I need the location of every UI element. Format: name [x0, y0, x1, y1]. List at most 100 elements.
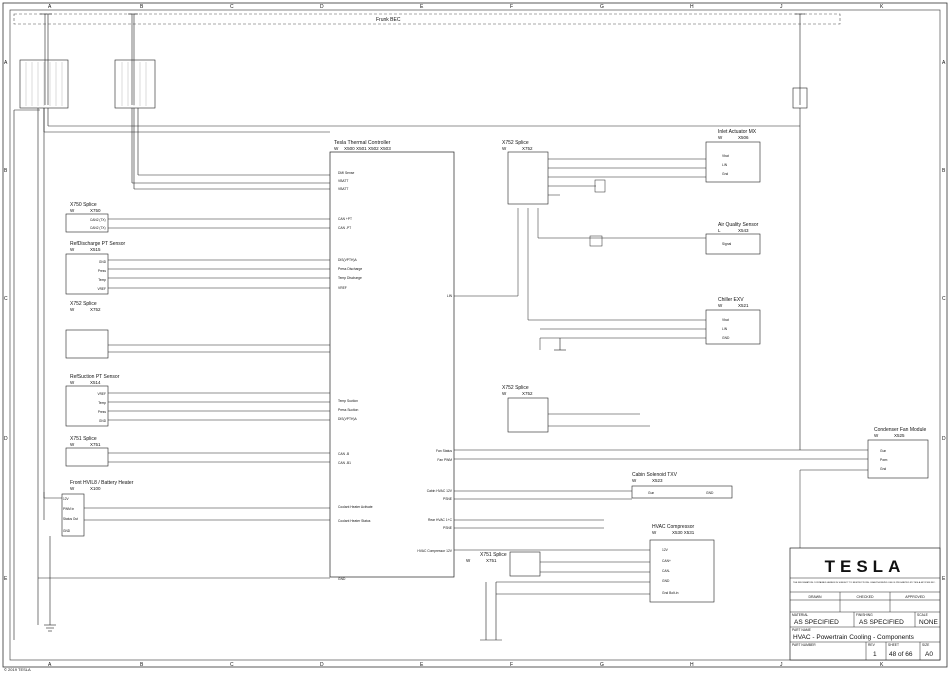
- title-block-rev: 1: [873, 651, 877, 658]
- title-block-finish: AS SPECIFIED: [859, 619, 904, 626]
- x752b-wires: [548, 158, 706, 196]
- tbc-pin-suction-a: DIS(VPTH)A: [338, 417, 357, 421]
- x100-pin-pwm: PWM in: [63, 507, 74, 511]
- row-label-e-right: E: [942, 576, 946, 582]
- x506-variant: W: [718, 135, 723, 140]
- footer-note: © 2019 TESLA: [4, 667, 31, 672]
- x750-title: X750 Splice: [70, 202, 97, 208]
- x750-pin-2: CAN2 (TX): [90, 226, 106, 230]
- tbc-pin-fan-status: Fan Status: [436, 449, 452, 453]
- x525-pin-gnd: Gnd: [880, 467, 886, 471]
- title-block-part-name: HVAC - Powertrain Cooling - Components: [793, 634, 915, 641]
- tbc-pin-temp-discharge: Temp Discharge: [338, 276, 362, 280]
- x515-pin-press: Press: [98, 269, 107, 273]
- x750-box: [65, 213, 109, 233]
- title-block-approved: APPROVED: [905, 595, 925, 599]
- x514-pin-press: Press: [98, 410, 107, 414]
- x515-box: [65, 253, 109, 295]
- x515-variant: W: [70, 247, 75, 252]
- x750-wires: [108, 218, 330, 229]
- title-block-rev-label: REV: [868, 643, 876, 647]
- x523-pin-gnd: GND: [706, 491, 714, 495]
- col-label-h-bottom: H: [690, 662, 694, 668]
- x506-pin-lin: LIN: [722, 163, 728, 167]
- frunk-bec-title: Frunk BEC: [376, 17, 401, 23]
- bottom-grounds: [480, 338, 806, 641]
- x506-pin-vbat: Vbat: [722, 154, 729, 158]
- x752b-box: [507, 151, 549, 205]
- x752a-box: [65, 329, 109, 359]
- col-label-b: B: [140, 4, 144, 10]
- x752b-title: X752 Splice: [502, 140, 529, 146]
- tbc-pin-vref: VREF: [338, 286, 347, 290]
- tbc-pin-lin: LIN: [447, 294, 453, 298]
- x525-pin-pwm: Pwm: [880, 458, 888, 462]
- x100-title: Front HVIL8 / Battery Heater: [70, 480, 134, 486]
- col-label-d: D: [320, 4, 324, 10]
- thermal-controller-variant: W: [334, 146, 339, 151]
- thermal-controller-connectors: X500 X501 X502 X503: [344, 146, 391, 151]
- x515-wires: [108, 259, 330, 289]
- col-label-d-bottom: D: [320, 662, 324, 668]
- x752c-title: X752 Splice: [502, 385, 529, 391]
- title-block-scale: NONE: [919, 619, 938, 626]
- thermal-controller-box: [329, 151, 455, 578]
- tbc-pin-cabin-hvac: Cabin HVAC 12V: [427, 489, 453, 493]
- x530-title: HVAC Compressor: [652, 524, 694, 530]
- x750-variant: W: [70, 208, 75, 213]
- col-label-h: H: [690, 4, 694, 10]
- x100-id: X100: [90, 486, 101, 491]
- x521-wires: [539, 328, 706, 350]
- tbc-pin-psne-1: PSNE: [443, 497, 453, 501]
- x515-pin-gnd: GND: [99, 260, 107, 264]
- x100-pin-12v: 12V: [63, 497, 70, 501]
- outer-border: [2, 2, 948, 668]
- x752b-variant: W: [502, 146, 507, 151]
- title-block-scale-label: SCALE: [917, 613, 929, 617]
- x525-title: Condenser Fan Module: [874, 427, 926, 433]
- title-block-finish-label: FINISHING: [856, 613, 873, 617]
- x543-pin-signal: Signal: [722, 242, 731, 246]
- title-block-part-number-label: PART NUMBER: [792, 643, 816, 647]
- title-block-legal: THE INFORMATION CONTAINED HEREIN IS SUBJ…: [793, 581, 936, 584]
- x752c-wires: [454, 413, 868, 460]
- row-label-c-right: C: [942, 296, 946, 302]
- col-label-f: F: [510, 4, 513, 10]
- col-label-j: J: [780, 4, 783, 10]
- x100-pin-gnd: GND: [63, 529, 71, 533]
- x521-pin-gnd: GND: [722, 336, 730, 340]
- top-fuse-feeds: [40, 13, 805, 105]
- row-label-e: E: [4, 576, 8, 582]
- tbc-pin-can-b: CAN -B: [338, 452, 350, 456]
- x100-wires: [38, 492, 330, 579]
- bec-connector-left-pins: [25, 62, 63, 106]
- x543-id: X543: [738, 228, 749, 233]
- x543-variant: L: [718, 228, 721, 233]
- x750-pin-1: CAN2 (TX): [90, 218, 106, 222]
- air-quality-inline-connector: [589, 235, 603, 247]
- tbc-pin-coolant-heater-status: Coolant Heater Status: [338, 519, 371, 523]
- lin-bus-wires: [454, 208, 706, 321]
- col-label-k-bottom: K: [880, 662, 884, 668]
- col-label-b-bottom: B: [140, 662, 144, 668]
- x752a-wires: [108, 344, 330, 353]
- title-block-checked: CHECKED: [856, 595, 874, 599]
- x525-box: [867, 439, 929, 479]
- x515-title: RefDischarge PT Sensor: [70, 241, 126, 247]
- x750-id: X750: [90, 208, 101, 213]
- title-block-material: AS SPECIFIED: [794, 619, 839, 626]
- tbc-pin-hvac-comp: HVAC Compressor 12V: [417, 549, 452, 553]
- x530-box: [649, 539, 715, 603]
- x752c-variant: W: [502, 391, 507, 396]
- x530-pin-can-neg: CAN-: [662, 569, 670, 573]
- x751b-title: X751 Splice: [480, 552, 507, 558]
- x521-title: Chiller EXV: [718, 297, 744, 303]
- x751a-title: X751 Splice: [70, 436, 97, 442]
- x506-id: X506: [738, 135, 749, 140]
- col-label-g-bottom: G: [600, 662, 604, 668]
- x530-variant: W: [652, 530, 657, 535]
- x751b-box: [509, 551, 541, 577]
- x530-wires: [454, 519, 650, 595]
- x525-pin-gun: Gun: [880, 449, 886, 453]
